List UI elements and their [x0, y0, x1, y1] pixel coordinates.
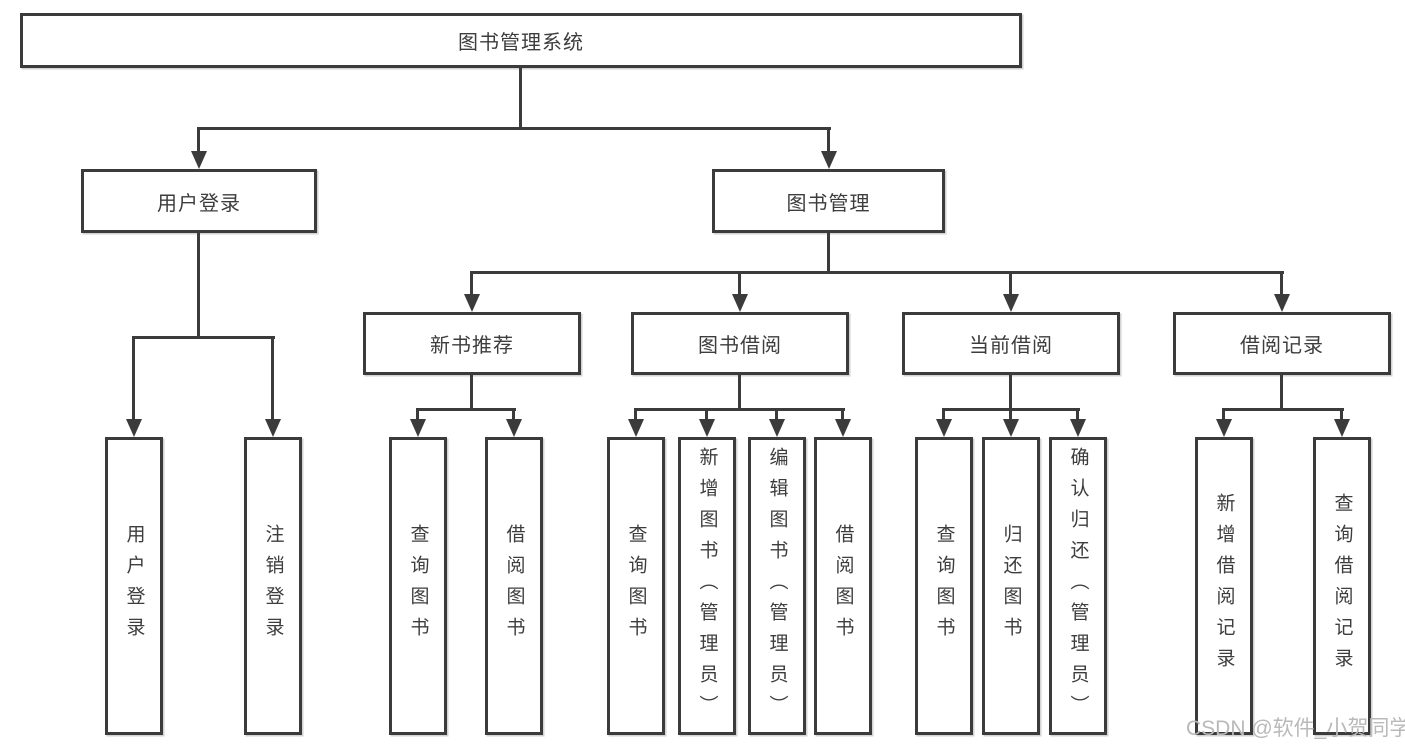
node-user-login-label: 用户登录	[157, 192, 241, 215]
arrowhead-leaf	[1334, 419, 1350, 437]
arrowhead-leaf	[628, 419, 644, 437]
leaf-add-borrow-record-label: 新增借阅记录	[1213, 493, 1235, 679]
leaf-borrow-books-1: 借阅图书	[485, 437, 543, 735]
connector-book-borrow-stem	[738, 375, 741, 408]
leaf-return-books: 归还图书	[982, 437, 1040, 735]
connector-drop-leaf	[1076, 408, 1079, 421]
leaf-query-books-3: 查询图书	[915, 437, 973, 735]
csdn-watermark: CSDN @软件_小贺同学	[1186, 717, 1405, 740]
connector-drop-leaf	[1222, 408, 1225, 421]
arrowhead-leaf-login	[126, 419, 142, 437]
connector-drop-leaf	[512, 408, 515, 421]
arrowhead-leaf	[410, 419, 426, 437]
leaf-query-books-3-label: 查询图书	[933, 524, 955, 648]
connector-drop-leaf	[634, 408, 637, 421]
connector-drop-leaf-login	[132, 336, 135, 421]
connector-drop-leaf	[1340, 408, 1343, 421]
connector-drop-current-borrow	[1009, 271, 1012, 296]
node-book-management-label: 图书管理	[786, 192, 871, 215]
arrowhead-leaf	[835, 419, 851, 437]
arrowhead-user-login	[191, 151, 207, 169]
leaf-add-books-admin-label: 新增图书（管理员）	[696, 446, 718, 726]
leaf-user-login-label: 用户登录	[123, 524, 145, 648]
connector-drop-book-mgmt	[827, 127, 830, 153]
node-borrow-records: 借阅记录	[1173, 312, 1391, 375]
connector-drop-book-borrow	[738, 271, 741, 296]
connector-root-stem	[519, 68, 522, 127]
node-current-borrow-label: 当前借阅	[969, 335, 1053, 357]
leaf-query-books-1: 查询图书	[389, 437, 447, 735]
connector-borrow-records-rail	[1222, 408, 1344, 411]
connector-book-borrow-rail	[634, 408, 845, 411]
arrowhead-leaf	[506, 419, 522, 437]
node-new-book-recommend: 新书推荐	[363, 312, 581, 375]
arrowhead-borrow-records	[1274, 294, 1290, 312]
arrowhead-book-borrow	[732, 294, 748, 312]
leaf-logout-label: 注销登录	[262, 524, 284, 648]
connector-drop-leaf	[775, 408, 778, 421]
leaf-edit-books-admin: 编辑图书（管理员）	[748, 437, 806, 735]
leaf-borrow-books-2: 借阅图书	[814, 437, 872, 735]
leaf-confirm-return-admin-label: 确认归还（管理员）	[1067, 446, 1089, 726]
connector-drop-leaf	[841, 408, 844, 421]
arrowhead-new-book	[464, 294, 480, 312]
node-root: 图书管理系统	[20, 13, 1022, 68]
node-current-borrow: 当前借阅	[902, 312, 1120, 375]
connector-current-borrow-stem	[1009, 375, 1012, 408]
node-book-borrow-label: 图书借阅	[698, 335, 782, 357]
node-root-label: 图书管理系统	[458, 32, 584, 54]
arrowhead-leaf-logout	[265, 419, 281, 437]
connector-new-book-stem	[470, 375, 473, 408]
connector-borrow-records-stem	[1280, 375, 1283, 408]
arrowhead-leaf	[769, 419, 785, 437]
leaf-query-books-1-label: 查询图书	[407, 524, 429, 648]
connector-user-login-stem	[197, 233, 200, 336]
leaf-query-borrow-record: 查询借阅记录	[1313, 437, 1371, 735]
leaf-confirm-return-admin: 确认归还（管理员）	[1049, 437, 1107, 735]
node-new-book-recommend-label: 新书推荐	[430, 335, 514, 357]
arrowhead-leaf	[1003, 419, 1019, 437]
connector-user-login-rail	[132, 336, 275, 339]
arrowhead-current-borrow	[1003, 294, 1019, 312]
leaf-query-books-2: 查询图书	[607, 437, 665, 735]
connector-drop-leaf	[416, 408, 419, 421]
leaf-logout: 注销登录	[244, 437, 302, 735]
node-book-borrow: 图书借阅	[631, 312, 849, 375]
leaf-add-books-admin: 新增图书（管理员）	[678, 437, 736, 735]
connector-drop-borrow-records	[1280, 271, 1283, 296]
leaf-borrow-books-1-label: 借阅图书	[503, 524, 525, 648]
connector-drop-new-book	[470, 271, 473, 296]
connector-book-mgmt-stem	[827, 233, 830, 271]
arrowhead-leaf	[1216, 419, 1232, 437]
connector-drop-leaf-logout	[271, 336, 274, 421]
connector-drop-leaf	[1009, 408, 1012, 421]
node-borrow-records-label: 借阅记录	[1240, 335, 1324, 357]
connector-drop-leaf	[942, 408, 945, 421]
leaf-query-books-2-label: 查询图书	[625, 524, 647, 648]
leaf-borrow-books-2-label: 借阅图书	[832, 524, 854, 648]
arrowhead-leaf	[699, 419, 715, 437]
connector-level2-rail	[470, 271, 1284, 274]
arrowhead-book-mgmt	[821, 151, 837, 169]
leaf-return-books-label: 归还图书	[1000, 524, 1022, 648]
node-book-management: 图书管理	[712, 169, 945, 233]
connector-new-book-rail	[416, 408, 516, 411]
connector-drop-user-login	[197, 127, 200, 153]
leaf-add-borrow-record: 新增借阅记录	[1195, 437, 1253, 735]
leaf-query-borrow-record-label: 查询借阅记录	[1331, 493, 1353, 679]
leaf-user-login: 用户登录	[105, 437, 163, 735]
leaf-edit-books-admin-label: 编辑图书（管理员）	[766, 446, 788, 726]
connector-level1-rail	[197, 127, 831, 130]
node-user-login: 用户登录	[81, 169, 317, 233]
arrowhead-leaf	[1070, 419, 1086, 437]
connector-drop-leaf	[705, 408, 708, 421]
arrowhead-leaf	[936, 419, 952, 437]
